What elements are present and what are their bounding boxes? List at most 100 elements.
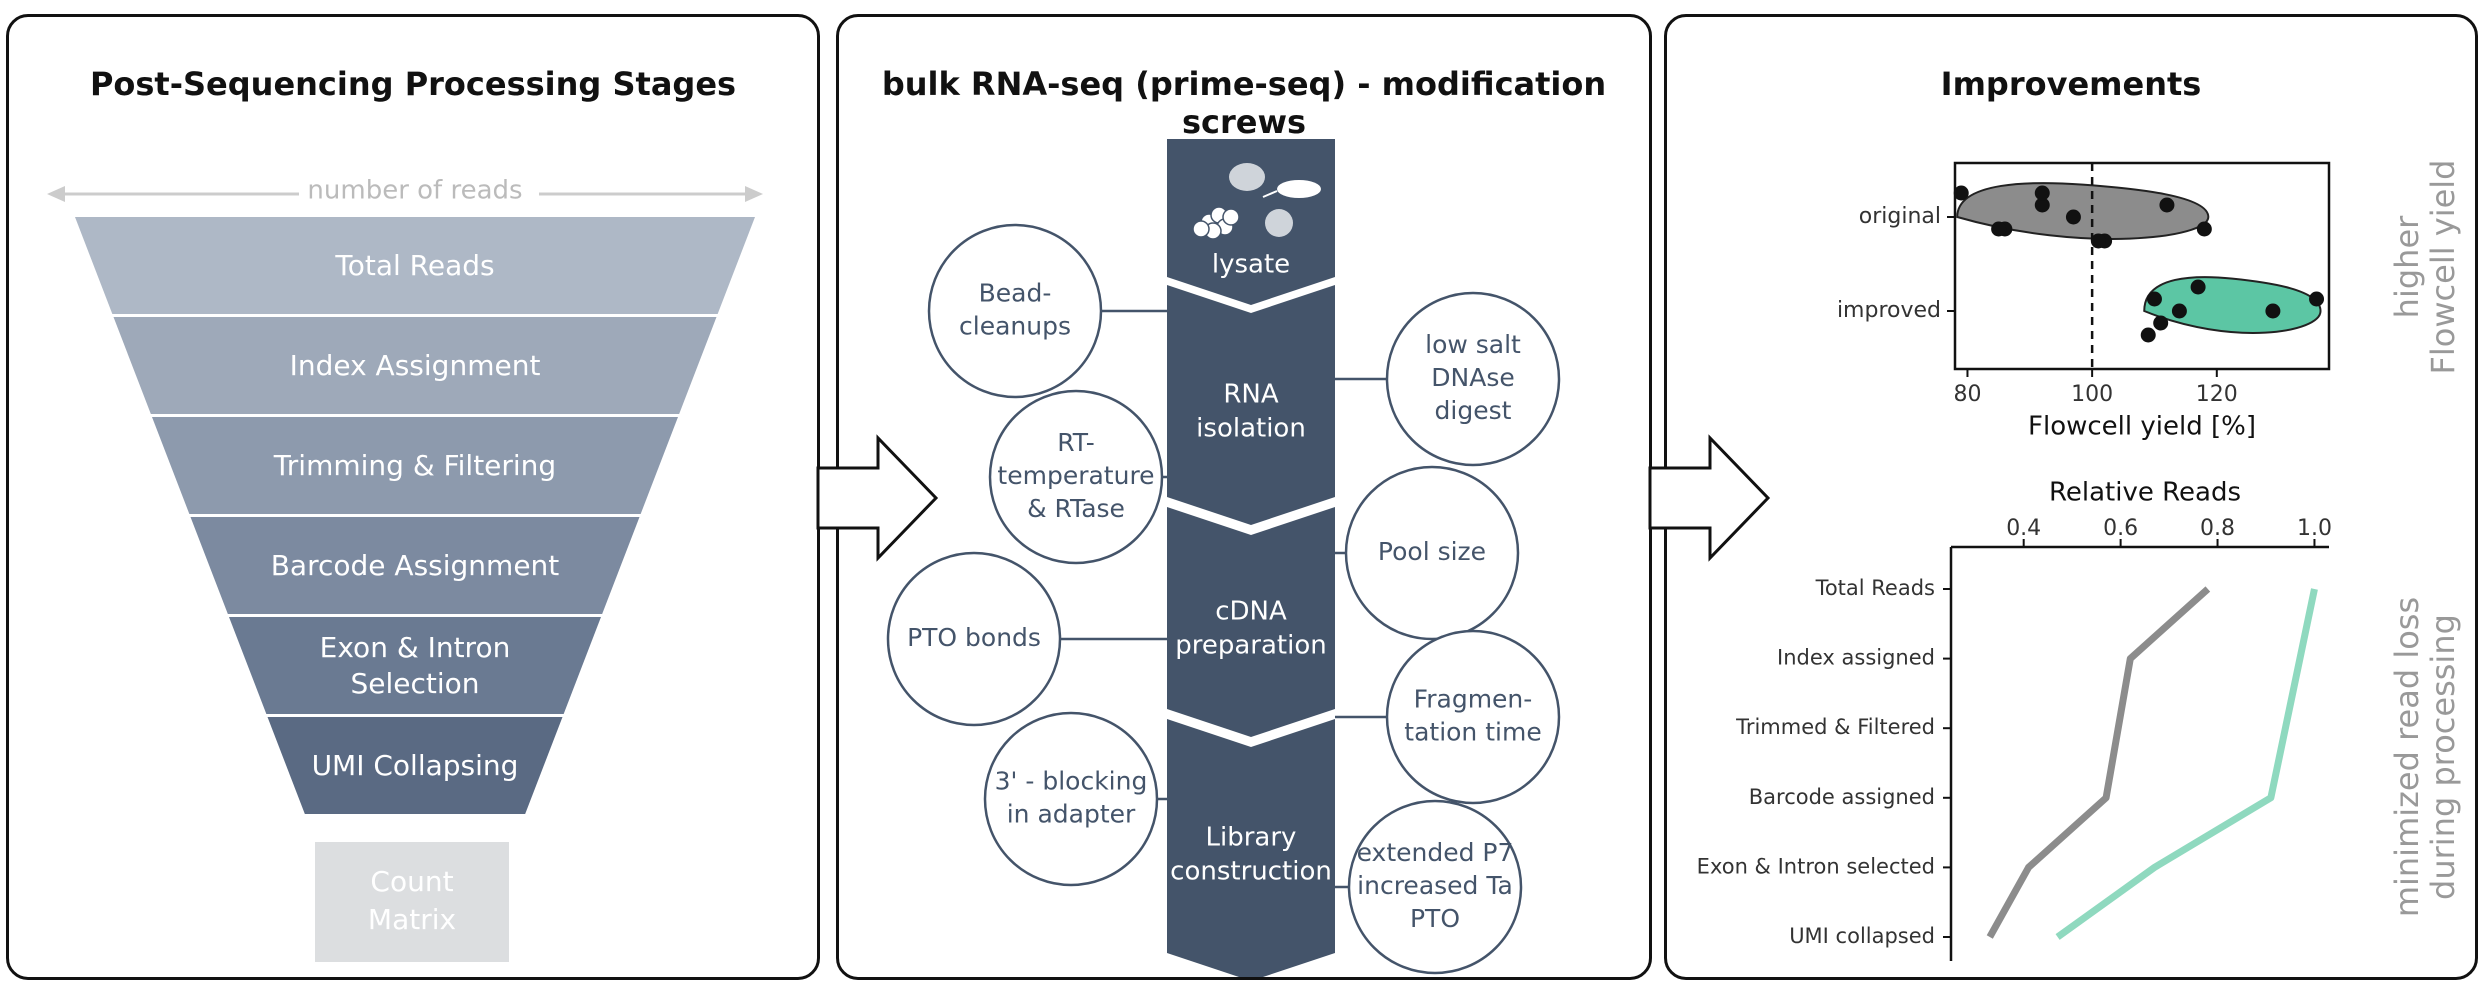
violin-point [2034, 197, 2050, 213]
screw-circle [1385, 291, 1561, 467]
funnel-stage [190, 517, 640, 614]
reads-axis-label: number of reads [307, 176, 522, 206]
screw-label: low salt [1425, 330, 1521, 359]
screw-label: temperature [997, 461, 1154, 490]
line-chart-x-tick-label: 0.6 [2103, 516, 2138, 541]
workflow-step [1167, 285, 1335, 525]
line-series [1986, 586, 2211, 939]
violin-side-label: Flowcell yield [2424, 160, 2462, 375]
violin-point [2140, 327, 2156, 343]
line-chart-x-tick-label: 0.4 [2006, 516, 2041, 541]
funnel-stage-label: UMI Collapsing [312, 749, 519, 782]
funnel-stage-label: Exon & Intron [320, 631, 511, 664]
screw-label: & RTase [1027, 494, 1125, 523]
funnel-stage-label: Index Assignment [290, 349, 541, 382]
funnel-stage [267, 717, 563, 814]
violin-point [2190, 279, 2206, 295]
screw-label: extended P7 [1357, 838, 1514, 867]
screw-circle [1347, 799, 1523, 975]
line-chart-x-tick-label: 0.8 [2200, 516, 2235, 541]
violin-point [2034, 185, 2050, 201]
cell-cluster-icon [1222, 208, 1240, 226]
screw-label: Bead- [979, 279, 1052, 308]
screw-label: digest [1435, 396, 1512, 425]
mouse-tail-icon [1262, 190, 1278, 198]
line-chart-category-label: Total Reads [1815, 576, 1935, 600]
line-chart-category-label: Index assigned [1777, 646, 1935, 670]
reads-axis-arrowhead-right [745, 186, 763, 202]
workflow-step-label: isolation [1196, 414, 1306, 444]
violin-point [1991, 221, 2007, 237]
screw-label: 3' - blocking [995, 767, 1148, 796]
screw-circle [886, 551, 1062, 727]
funnel-stage-label: Barcode Assignment [271, 549, 560, 582]
mouse-icon [1277, 180, 1321, 198]
workflow-step-label: Library [1206, 823, 1297, 853]
count-matrix-box [315, 842, 509, 962]
screw-label: RT- [1057, 428, 1095, 457]
violin-side-label: higher [2388, 215, 2426, 318]
violin-point [2159, 197, 2175, 213]
funnel-stage-label: Total Reads [334, 249, 494, 282]
workflow-step-label: RNA [1223, 380, 1279, 410]
reads-axis-arrowhead-left [47, 186, 65, 202]
workflow-panel: bulk RNA-seq (prime-seq) - modification … [836, 14, 1652, 980]
violin-x-tick-label: 100 [2071, 382, 2113, 407]
improvements-title: Improvements [1940, 65, 2202, 103]
funnel-stage-label: Trimming & Filtering [273, 449, 556, 482]
line-chart-category-label: Barcode assigned [1749, 785, 1935, 809]
funnel-stage-label: Selection [350, 667, 479, 700]
count-matrix-label: Matrix [368, 903, 456, 936]
violin-category-label: original [1859, 204, 1941, 229]
line-chart-side-label: during processing [2424, 614, 2462, 900]
violin-point [2153, 315, 2169, 331]
workflow-step-label: construction [1170, 857, 1332, 887]
violin-point [2265, 303, 2281, 319]
line-series [2055, 588, 2318, 940]
organoid-icon [1265, 209, 1293, 237]
screw-circle [927, 223, 1103, 399]
violin-point [2196, 221, 2212, 237]
screw-label: DNAse [1431, 363, 1514, 392]
screw-circle [1344, 465, 1520, 641]
count-matrix-label: Count [370, 865, 453, 898]
violin-point [2309, 291, 2325, 307]
line-chart-category-label: UMI collapsed [1789, 924, 1935, 948]
processing-stages-panel: Post-Sequencing Processing Stages number… [6, 14, 820, 980]
screw-label: PTO bonds [907, 623, 1041, 652]
screw-label: increased Ta [1357, 871, 1513, 900]
screw-label: PTO [1410, 904, 1460, 933]
screw-label: Pool size [1378, 537, 1486, 566]
workflow-step [1167, 507, 1335, 737]
line-chart-category-label: Exon & Intron selected [1697, 854, 1935, 878]
workflow-step-label: lysate [1212, 250, 1290, 280]
violin-point [1953, 185, 1969, 201]
line-chart-x-axis-title: Relative Reads [2049, 478, 2241, 508]
screw-label: in adapter [1007, 800, 1136, 829]
violin-point [2171, 303, 2187, 319]
workflow-step-label: preparation [1175, 631, 1326, 661]
funnel-stage [229, 617, 601, 714]
line-chart-side-label: minimized read loss [2388, 597, 2426, 917]
workflow-title: bulk RNA-seq (prime-seq) - modification … [881, 65, 1607, 141]
funnel-stage [75, 217, 755, 314]
workflow-diagram: lysateRNAisolationcDNApreparationLibrary… [886, 139, 1561, 977]
tissue-icon [1229, 163, 1265, 191]
violin-category-label: improved [1837, 298, 1941, 323]
screw-label: Fragmen- [1414, 685, 1533, 714]
violin-x-tick-label: 80 [1953, 382, 1981, 407]
lysate-icons [1192, 163, 1321, 240]
reads-axis-label-bg [299, 177, 539, 209]
line-chart-category-label: Trimmed & Filtered [1735, 715, 1935, 739]
violin-point [2090, 233, 2106, 249]
screw-label: cleanups [959, 312, 1071, 341]
screw-circle [988, 389, 1164, 565]
line-chart-x-tick-label: 1.0 [2297, 516, 2332, 541]
violin-plot-frame [1953, 161, 2331, 371]
screw-circle [983, 711, 1159, 887]
screw-circle [1385, 629, 1561, 805]
violin-point [2065, 209, 2081, 225]
